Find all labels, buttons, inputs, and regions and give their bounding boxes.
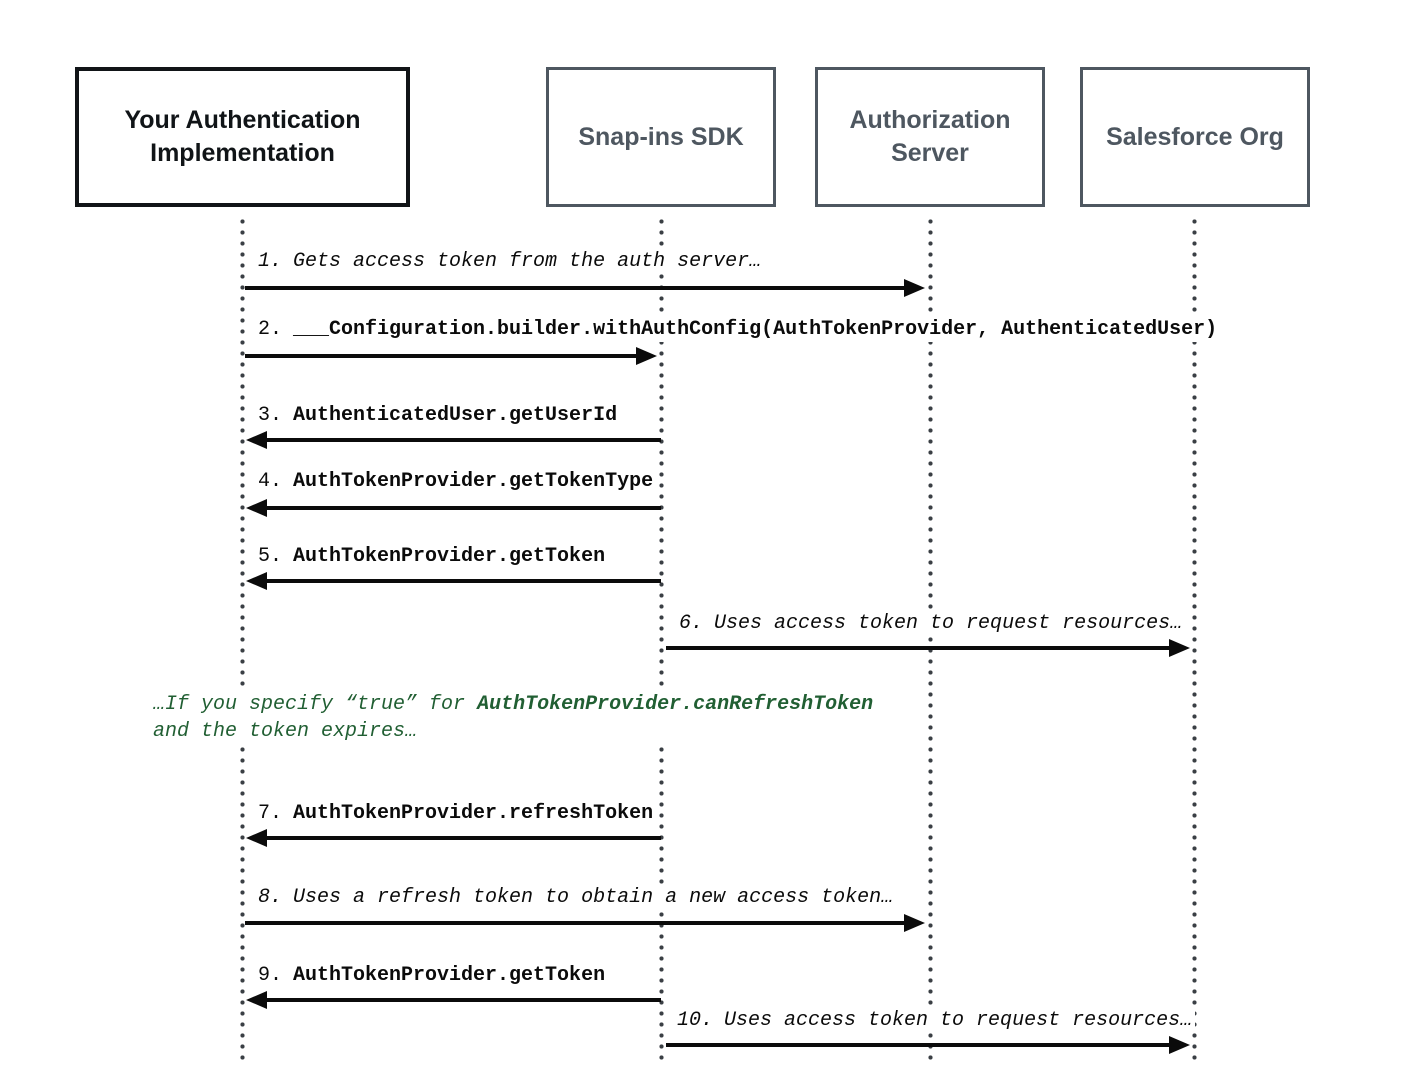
message-9-arrow: [246, 991, 661, 1009]
actor-authorization-server: Authorization Server: [815, 67, 1045, 207]
message-text: AuthTokenProvider.refreshToken: [293, 802, 654, 825]
message-9-label: 9. AuthTokenProvider.getToken: [255, 964, 609, 988]
lifeline-salesforce-org: [1192, 216, 1197, 1064]
message-1-label: 1. Gets access token from the auth server…: [255, 250, 765, 274]
arrowhead-left-icon: [246, 572, 267, 590]
message-number: 3.: [258, 404, 283, 427]
message-10-label: 10. Uses access token to request resource…: [674, 1009, 1196, 1033]
lifeline-authorization-server: [928, 216, 933, 1064]
note-code: AuthTokenProvider.canRefreshToken: [477, 693, 874, 716]
arrowhead-right-icon: [1169, 1036, 1190, 1054]
message-number: 10.: [677, 1009, 714, 1032]
message-number: 1.: [258, 250, 283, 273]
message-2-arrow: [245, 347, 657, 365]
message-8-arrow: [245, 914, 925, 932]
message-7-arrow: [246, 829, 661, 847]
refresh-condition-note: …If you specify “true” for AuthTokenProv…: [153, 691, 878, 747]
message-5-arrow: [246, 572, 661, 590]
message-text: Uses access token to request resources…: [724, 1009, 1193, 1032]
message-10-arrow: [666, 1036, 1190, 1054]
message-text: ___Configuration.builder.withAuthConfig(…: [293, 318, 1218, 341]
arrowhead-left-icon: [246, 991, 267, 1009]
message-number: 6.: [679, 612, 704, 635]
message-number: 5.: [258, 545, 283, 568]
message-text: AuthTokenProvider.getToken: [293, 545, 606, 568]
actor-label: Salesforce Org: [1106, 122, 1284, 151]
message-4-label: 4. AuthTokenProvider.getTokenType: [255, 470, 657, 494]
message-number: 7.: [258, 802, 283, 825]
message-7-label: 7. AuthTokenProvider.refreshToken: [255, 802, 657, 826]
message-3-arrow: [246, 431, 661, 449]
message-6-arrow: [666, 639, 1190, 657]
message-text: Uses access token to request resources…: [714, 612, 1183, 635]
actor-label: Authorization Server: [849, 106, 1011, 167]
message-text: Uses a refresh token to obtain a new acc…: [293, 886, 894, 909]
message-8-label: 8. Uses a refresh token to obtain a new a…: [255, 886, 897, 910]
message-number: 8.: [258, 886, 283, 909]
arrowhead-right-icon: [904, 914, 925, 932]
note-line-1: …If you specify “true” for AuthTokenProv…: [153, 691, 873, 718]
message-6-label: 6. Uses access token to request resources…: [676, 612, 1186, 636]
message-number: 9.: [258, 964, 283, 987]
arrowhead-right-icon: [904, 279, 925, 297]
arrowhead-left-icon: [246, 829, 267, 847]
arrowhead-left-icon: [246, 499, 267, 517]
arrowhead-left-icon: [246, 431, 267, 449]
message-3-label: 3. AuthenticatedUser.getUserId: [255, 404, 621, 428]
message-4-arrow: [246, 499, 661, 517]
message-5-label: 5. AuthTokenProvider.getToken: [255, 545, 609, 569]
message-1-arrow: [245, 279, 925, 297]
note-line-2: and the token expires…: [153, 720, 418, 743]
actor-label: Snap-ins SDK: [578, 122, 744, 151]
actor-snap-ins-sdk: Snap-ins SDK: [546, 67, 776, 207]
note-lead: …If you specify “true” for: [153, 693, 478, 716]
lifeline-snap-ins-sdk: [659, 216, 664, 1064]
message-number: 4.: [258, 470, 283, 493]
actor-label: Your Authentication Implementation: [124, 106, 361, 167]
arrowhead-right-icon: [1169, 639, 1190, 657]
message-2-label: 2. ___Configuration.builder.withAuthConfi…: [255, 318, 1221, 342]
actor-your-authentication-implementation: Your Authentication Implementation: [75, 67, 410, 207]
message-text: AuthenticatedUser.getUserId: [293, 404, 618, 427]
message-text: Gets access token from the auth server…: [293, 250, 762, 273]
actor-salesforce-org: Salesforce Org: [1080, 67, 1310, 207]
message-text: AuthTokenProvider.getTokenType: [293, 470, 654, 493]
arrowhead-right-icon: [636, 347, 657, 365]
message-number: 2.: [258, 318, 283, 341]
message-text: AuthTokenProvider.getToken: [293, 964, 606, 987]
lifeline-your-authentication-implementation: [240, 216, 245, 1064]
